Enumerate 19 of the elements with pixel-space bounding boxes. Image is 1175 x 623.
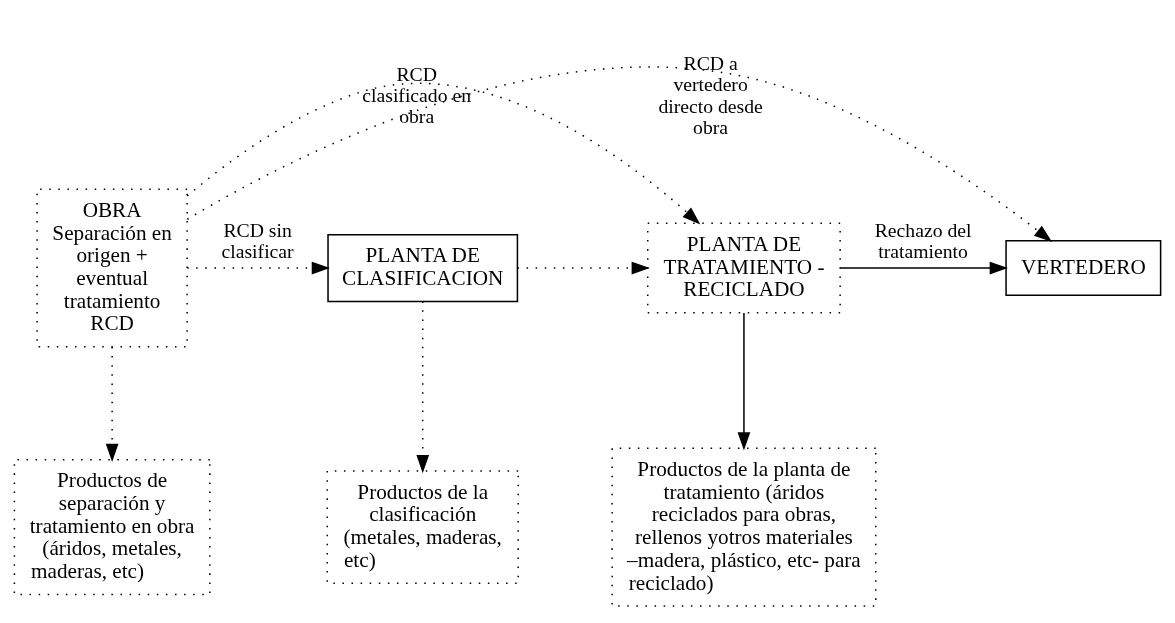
node-box: Productos de la planta de tratamiento (áridos reciclados para obras, rellenos yotros materiales –madera, plástico, etc- para reciclado) [611, 447, 877, 607]
edge-label: Rechazo del tratamiento [874, 218, 972, 262]
node-box: PLANTA DE CLASIFICACION [327, 233, 519, 302]
node-box: Productos de separación y tratamiento en obra (áridos, metales, maderas, etc) [13, 458, 211, 595]
node-box: OBRA Separación en origen + eventual tratamiento RCD [36, 188, 188, 348]
arrow [416, 300, 430, 473]
node-box: Productos de la clasificación (metales, maderas, etc) [326, 469, 519, 584]
arrow [105, 345, 119, 462]
edge-label: RCD sin clasificar [221, 218, 294, 262]
edge-label: RCD a vertedero directo desde obra [658, 51, 763, 138]
arrow [516, 261, 650, 274]
arrow [186, 65, 1053, 242]
arrow [186, 82, 701, 224]
arrow [186, 261, 330, 274]
arrow [839, 261, 1008, 274]
node-box: PLANTA DE TRATAMIENTO - RECICLADO [646, 222, 841, 313]
edge-label: RCD clasificado en obra [362, 62, 472, 127]
node-box: VERTEDERO [1005, 239, 1162, 296]
arrow [737, 311, 751, 451]
